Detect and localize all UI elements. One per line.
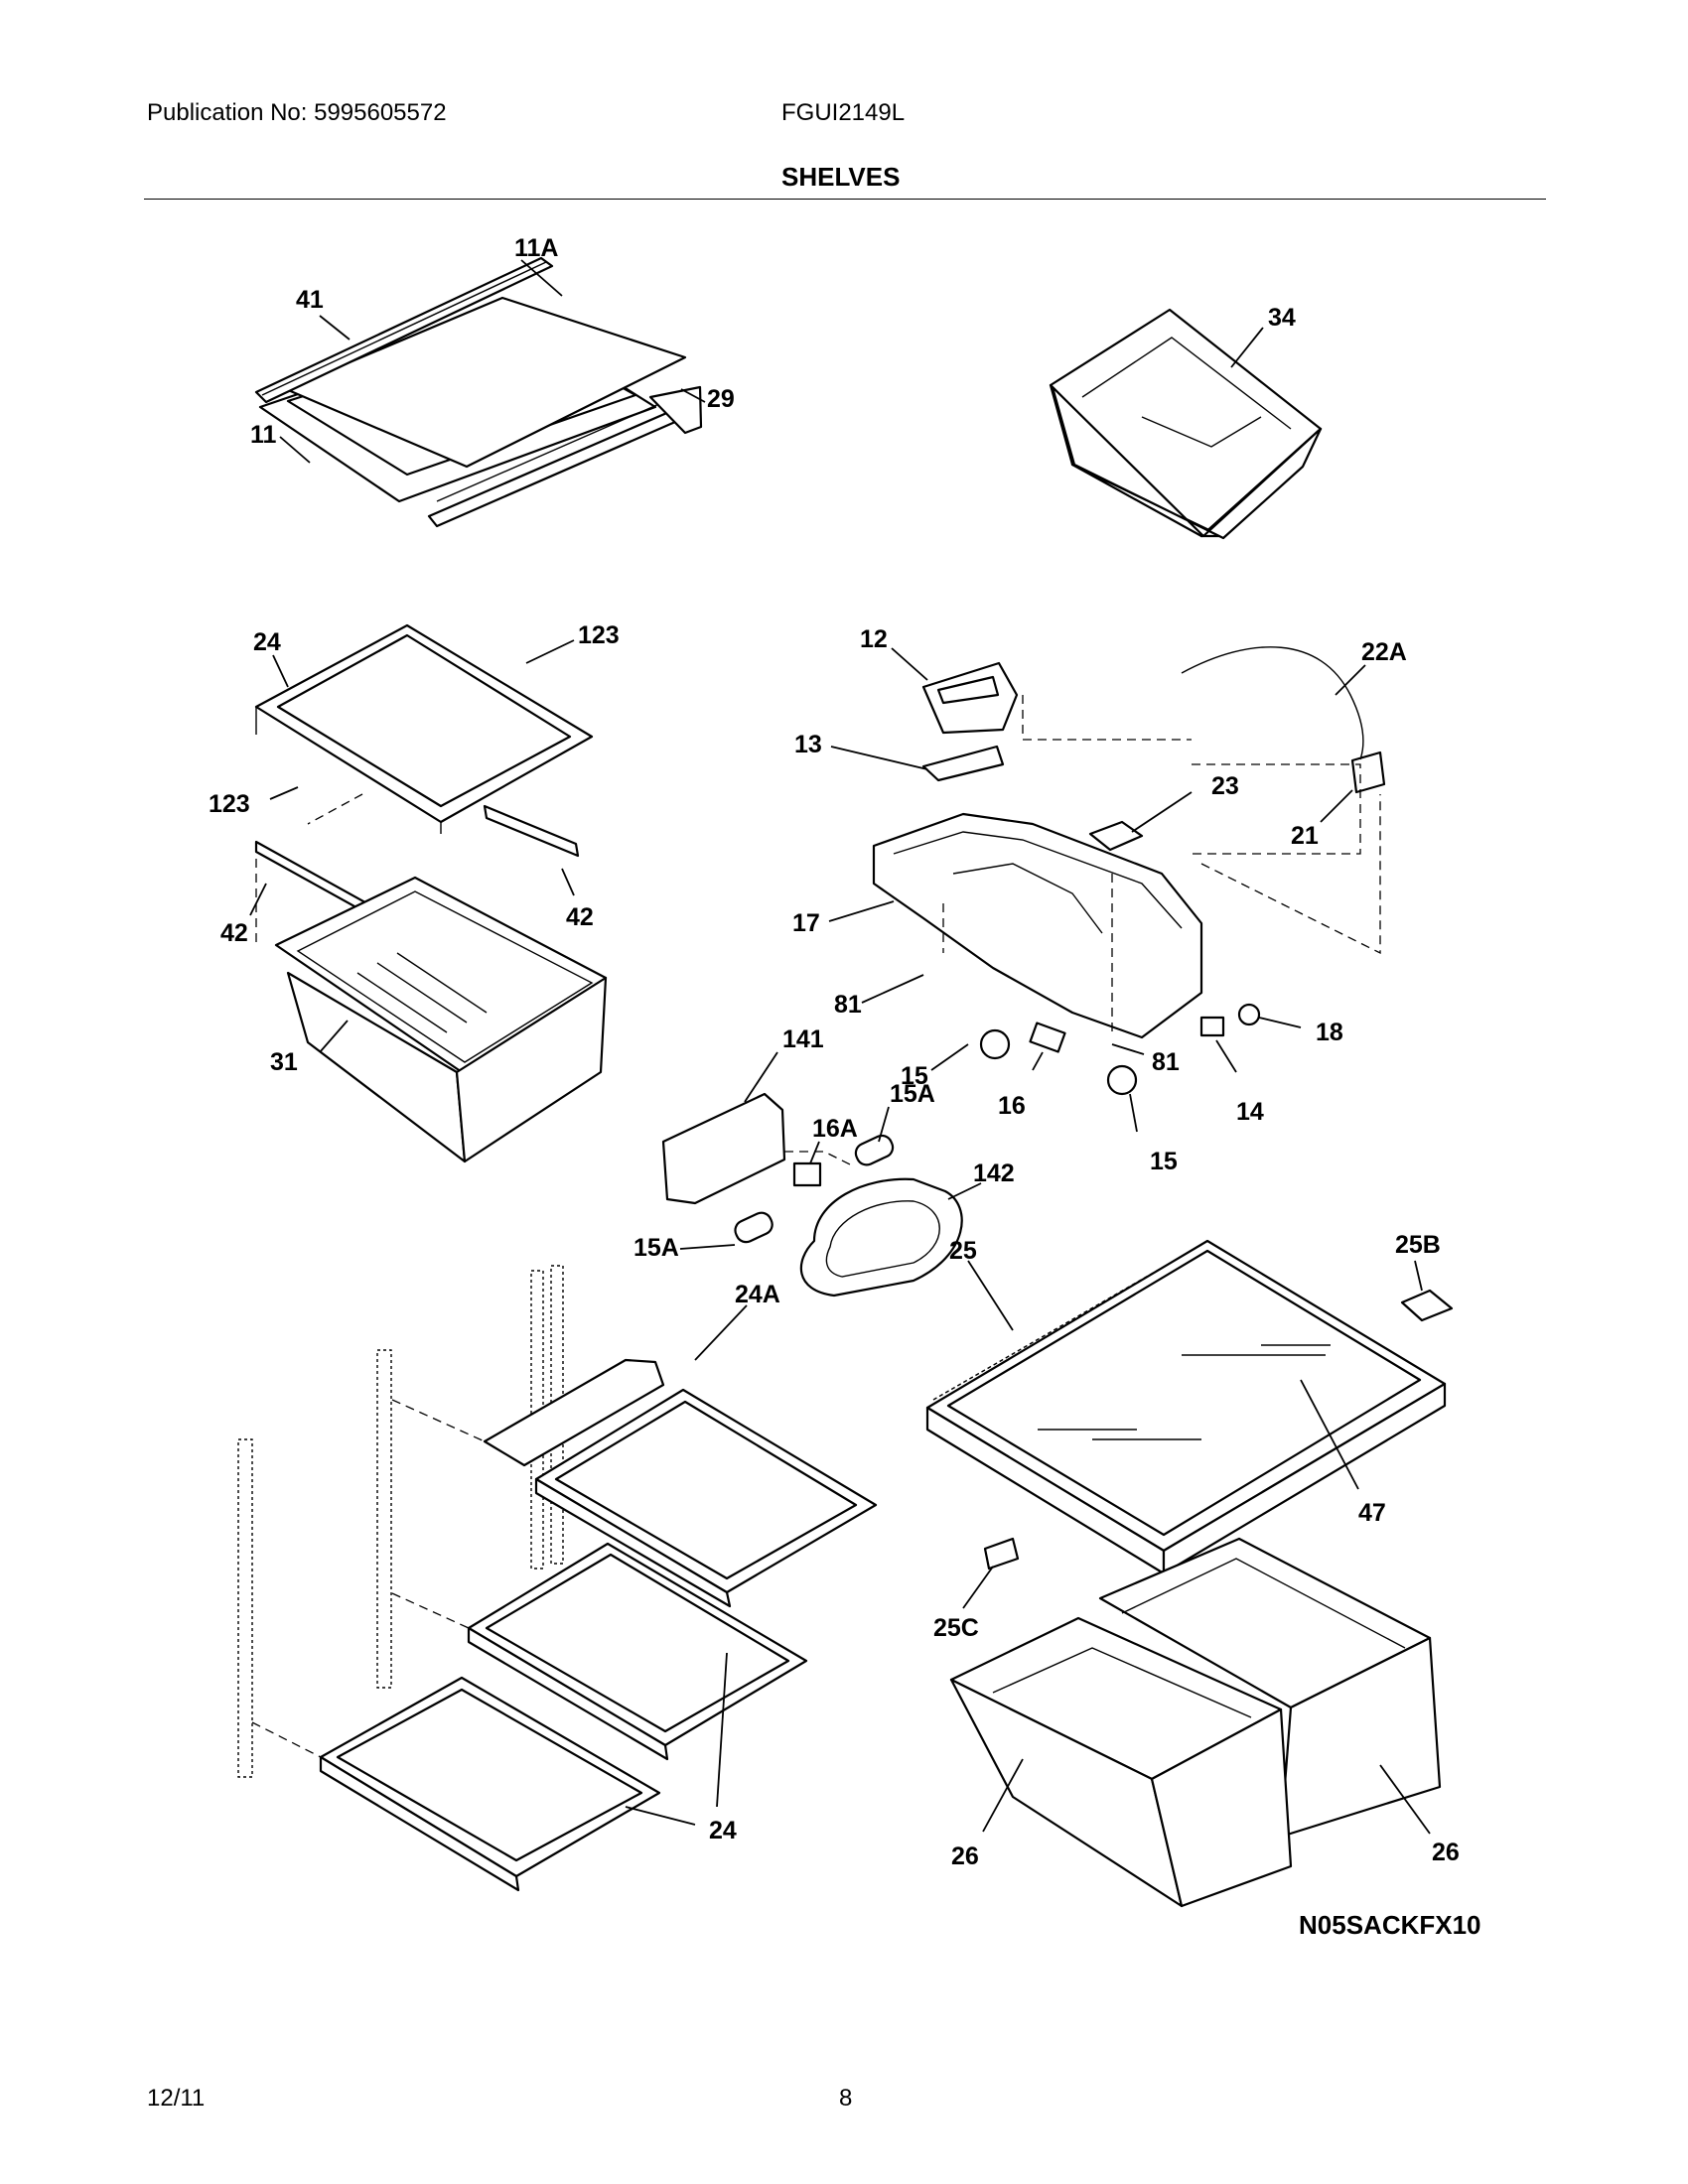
label-123-top: 123 [578, 621, 620, 649]
label-81-left: 81 [834, 991, 862, 1019]
socket-16A [792, 1161, 822, 1187]
leader-lines [249, 259, 1431, 1835]
door-rails-and-shelves [237, 1265, 878, 1892]
label-29: 29 [707, 385, 735, 413]
clip-25B [1400, 1289, 1454, 1322]
label-16: 16 [998, 1092, 1026, 1120]
part-18 [1237, 1003, 1261, 1026]
label-15-right: 15 [1150, 1148, 1178, 1175]
label-22A: 22A [1361, 638, 1407, 666]
label-15A-top: 15A [890, 1080, 935, 1108]
housing-17 [872, 812, 1203, 1039]
header-divider [144, 199, 1546, 200]
label-23: 23 [1211, 772, 1239, 800]
label-15A-bottom: 15A [633, 1234, 679, 1262]
label-34: 34 [1268, 304, 1296, 332]
label-21: 21 [1291, 822, 1319, 850]
label-16A: 16A [812, 1115, 858, 1143]
rail-c [376, 1349, 392, 1689]
label-25C: 25C [933, 1614, 979, 1642]
publication-number: Publication No: 5995605572 [147, 99, 447, 126]
bulb-15A-top [854, 1134, 895, 1166]
bulb-15A-bottom [734, 1211, 774, 1244]
page-title: SHELVES [781, 162, 901, 192]
part-23 [1088, 820, 1144, 852]
label-81-right: 81 [1152, 1048, 1180, 1076]
label-42-right: 42 [566, 903, 594, 931]
label-25B: 25B [1395, 1231, 1441, 1259]
light-housing-assembly [872, 646, 1386, 1096]
rail-d [237, 1438, 253, 1778]
bulb-15 [979, 1028, 1011, 1060]
lens-cover-assembly [661, 1092, 963, 1297]
rail-42-right [483, 804, 580, 858]
label-15-left: 15 [901, 1062, 928, 1090]
label-11A: 11A [514, 234, 558, 262]
label-41: 41 [296, 286, 324, 314]
label-24A: 24A [735, 1281, 780, 1308]
label-123-left: 123 [209, 790, 250, 818]
label-141: 141 [782, 1025, 824, 1053]
label-31: 31 [270, 1048, 298, 1076]
label-142: 142 [973, 1160, 1015, 1187]
label-24: 24 [709, 1817, 737, 1844]
label-13: 13 [794, 731, 822, 758]
bin-34 [1049, 308, 1323, 540]
lens-142 [799, 1177, 963, 1297]
label-42-left: 42 [220, 919, 248, 947]
switch-14 [1199, 1016, 1225, 1037]
part-21 [1350, 751, 1386, 794]
cover-141 [661, 1092, 786, 1205]
part-13 [921, 745, 1005, 782]
callout-labels: 11A 41 29 11 34 24 123 123 42 42 31 12 2… [209, 234, 1481, 1940]
label-12: 12 [860, 625, 888, 653]
glass-panel-11A [284, 296, 687, 469]
socket-16 [1029, 1022, 1066, 1053]
diagram-code: N05SACKFX10 [1299, 1910, 1481, 1940]
label-17: 17 [792, 909, 820, 937]
label-25: 25 [949, 1237, 977, 1265]
shelf-25 [925, 1239, 1454, 1575]
label-24: 24 [253, 628, 281, 656]
shelf-24-and-crisper-31 [254, 623, 608, 1163]
label-14: 14 [1236, 1098, 1264, 1126]
wire-22A [1181, 646, 1364, 760]
footer-date: 12/11 [147, 2085, 206, 2112]
label-26-left: 26 [951, 1843, 979, 1870]
label-26-right: 26 [1432, 1839, 1460, 1866]
label-47: 47 [1358, 1499, 1386, 1527]
bracket-24A [483, 1358, 665, 1467]
label-18: 18 [1316, 1019, 1343, 1046]
page-number: 8 [839, 2085, 853, 2112]
model-number: FGUI2149L [781, 99, 906, 126]
bulb-15b [1106, 1064, 1138, 1096]
label-11: 11 [250, 421, 277, 449]
clip-25C [983, 1537, 1020, 1570]
crisper-drawers-26 [949, 1537, 1442, 1908]
